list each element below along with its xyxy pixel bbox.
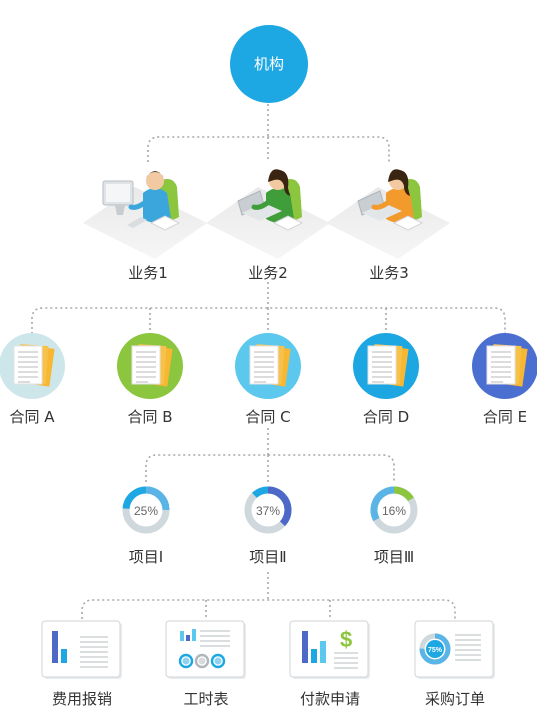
business-label-3: 业务3	[369, 264, 409, 282]
contract-node-b[interactable]	[117, 333, 183, 399]
project-percent-3: 16%	[382, 504, 406, 518]
contract-label-b: 合同 B	[127, 408, 173, 426]
dollar-document-icon[interactable]: $	[289, 620, 370, 679]
document-nodes: $75%	[41, 620, 495, 679]
project-nodes: 25% 37% 16%	[122, 482, 421, 539]
business-person-3[interactable]	[326, 169, 450, 259]
percent-badge: 75%	[428, 647, 443, 654]
dollar-sign-icon: $	[340, 627, 352, 652]
root-node[interactable]: 机构	[230, 25, 308, 103]
project-node-1[interactable]: 25%	[122, 486, 170, 534]
project-node-3[interactable]: 16%	[367, 483, 421, 537]
business-label-1: 业务1	[128, 264, 168, 282]
contract-node-e[interactable]	[472, 333, 537, 399]
document-label-timesheet: 工时表	[183, 690, 229, 708]
bar-chart-document-icon[interactable]	[41, 620, 122, 679]
document-label-expense: 费用报销	[51, 690, 113, 708]
project-label-3: 项目Ⅲ	[373, 548, 415, 566]
timesheet-document-icon[interactable]	[165, 620, 246, 679]
percent-document-icon[interactable]: 75%	[414, 620, 495, 679]
contract-node-a[interactable]	[0, 333, 65, 399]
business-people	[83, 169, 450, 259]
contract-label-c: 合同 C	[245, 408, 291, 426]
business-person-1[interactable]	[83, 171, 207, 259]
contract-label-e: 合同 E	[482, 408, 528, 426]
project-percent-1: 25%	[134, 504, 158, 518]
project-percent-2: 37%	[256, 504, 280, 518]
connector-lines	[31, 104, 506, 619]
project-node-2[interactable]: 37%	[240, 482, 297, 539]
contract-label-a: 合同 A	[9, 408, 55, 426]
document-label-payment: 付款申请	[299, 690, 361, 708]
business-label-2: 业务2	[248, 264, 288, 282]
contract-nodes	[0, 333, 537, 399]
root-label: 机构	[253, 55, 284, 73]
contract-node-d[interactable]	[353, 333, 419, 399]
document-label-purchase: 采购订单	[424, 690, 486, 708]
contract-node-c[interactable]	[235, 333, 301, 399]
project-label-2: 项目Ⅱ	[249, 548, 287, 566]
contract-label-d: 合同 D	[362, 408, 410, 426]
business-person-2[interactable]	[206, 169, 330, 259]
project-label-1: 项目Ⅰ	[128, 548, 164, 566]
